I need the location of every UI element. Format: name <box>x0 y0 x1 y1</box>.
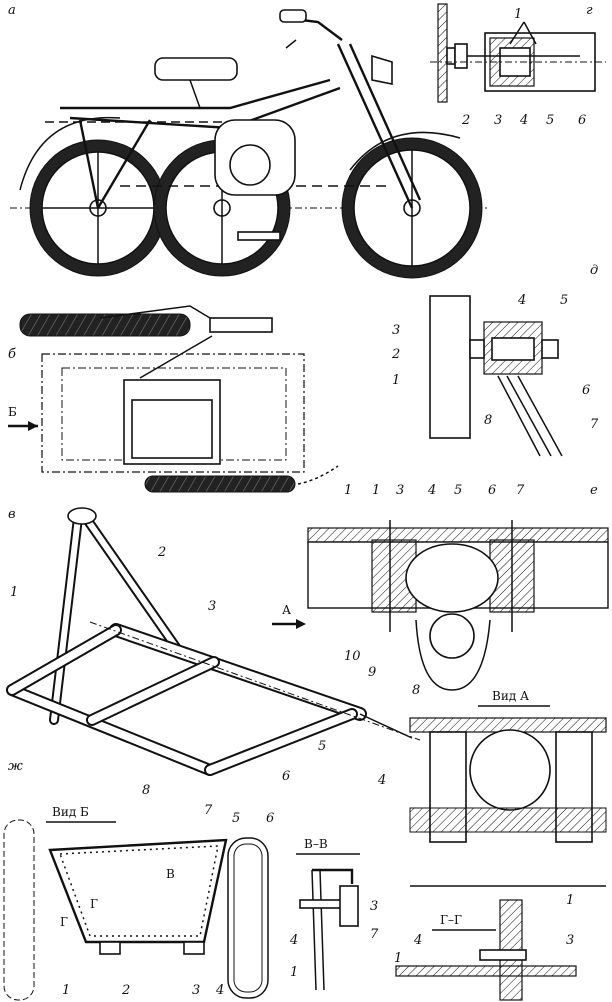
callout-vv-4: 4 <box>289 933 298 948</box>
arrow-g-label-2: Г <box>60 915 68 929</box>
deck-board <box>307 527 609 543</box>
callout-gg-1: 1 <box>566 893 574 908</box>
callout-d-2: 2 <box>391 347 400 362</box>
callout-d-3: 3 <box>392 323 400 338</box>
top-wheel <box>19 313 191 337</box>
rear-fender <box>19 116 121 191</box>
panel-e-letter: е <box>590 483 598 498</box>
callout-v-7: 7 <box>204 803 213 818</box>
callout-d-6: 6 <box>582 383 590 398</box>
callout-gg-4: 4 <box>413 933 422 948</box>
front-fender <box>349 131 461 171</box>
seat <box>154 57 238 81</box>
callout-v-3: 3 <box>208 599 216 614</box>
callout-d-8: 8 <box>484 413 492 428</box>
callout-gg-1b: 1 <box>394 951 402 966</box>
panel-g-letter: г <box>586 3 593 18</box>
callout-e-1b: 1 <box>372 483 380 498</box>
callout-d-1: 1 <box>392 373 400 388</box>
callout-v-1: 1 <box>10 585 18 600</box>
callout-zh-4: 4 <box>215 983 224 998</box>
panel-zh-letter: ж <box>8 759 23 774</box>
callout-v-6: 6 <box>282 769 290 784</box>
frame-tube <box>429 295 471 439</box>
callout-zh-3: 3 <box>192 983 200 998</box>
front-fork <box>336 43 414 209</box>
callout-v-4: 4 <box>377 773 386 788</box>
callout-e-5: 5 <box>454 483 462 498</box>
view-a-label: Вид А <box>492 689 529 703</box>
view-a: Вид А <box>409 689 607 887</box>
callout-v-5: 5 <box>318 739 326 754</box>
panel-a-letter: а <box>8 3 16 18</box>
callout-e-10: 10 <box>344 649 361 664</box>
sidecar-body-side <box>48 838 228 944</box>
callout-gg-3: 3 <box>566 933 574 948</box>
headlight <box>371 54 393 85</box>
panel-b-letter: б <box>8 347 16 362</box>
panel-v-letter: в <box>8 507 16 522</box>
frame-top <box>60 78 331 110</box>
sidecar-wheel-side <box>227 837 269 999</box>
arrow-b-label: Б <box>8 405 17 419</box>
panel-v-frame: в 1 2 3 4 5 6 7 8 <box>6 507 421 818</box>
section-gg: Г–Г 1 4 3 1 <box>394 893 577 1001</box>
callout-vv-3: 3 <box>370 899 378 914</box>
main-tube-section <box>405 543 499 613</box>
callout-d-7: 7 <box>590 417 599 432</box>
callout-e-8: 8 <box>412 683 420 698</box>
panel-d-mount-detail: д 4 5 3 2 1 6 8 7 <box>391 263 599 457</box>
callout-v-2: 2 <box>157 545 166 560</box>
callout-e-9: 9 <box>368 665 376 680</box>
section-vv: В–В 3 4 7 1 <box>289 837 379 991</box>
callout-e-3: 3 <box>396 483 404 498</box>
callout-g-2: 2 <box>461 113 470 128</box>
view-b-label: Вид Б <box>52 805 89 819</box>
callout-v-8: 8 <box>142 783 150 798</box>
callout-e-1a: 1 <box>344 483 352 498</box>
panel-zh-sidecar-view: ж Вид Б В Г Г 1 2 3 4 5 6 <box>3 759 274 1001</box>
callout-vv-1: 1 <box>290 965 298 980</box>
callout-e-7: 7 <box>516 483 525 498</box>
callout-g-3: 3 <box>494 113 502 128</box>
callout-zh-6: 6 <box>266 811 274 826</box>
panel-e-clamp-section: е А 1 1 3 4 5 6 7 8 9 10 <box>272 483 609 698</box>
arrow-g-label-1: Г <box>90 897 98 911</box>
callout-g-1: 1 <box>514 7 522 22</box>
arrow-v-label: В <box>166 867 175 881</box>
callout-g-5: 5 <box>546 113 554 128</box>
callout-e-6: 6 <box>488 483 496 498</box>
callout-vv-7: 7 <box>370 927 379 942</box>
callout-zh-5: 5 <box>232 811 240 826</box>
callout-d-5: 5 <box>560 293 568 308</box>
callout-g-6: 6 <box>578 113 586 128</box>
sidecar-body-outline <box>41 353 305 473</box>
section-gg-label: Г–Г <box>440 913 462 927</box>
callout-d-4: 4 <box>517 293 526 308</box>
callout-g-4: 4 <box>519 113 528 128</box>
panel-a-motorcycle: а <box>8 3 490 279</box>
callout-e-4: 4 <box>427 483 436 498</box>
callout-zh-2: 2 <box>121 983 130 998</box>
section-vv-label: В–В <box>304 837 328 851</box>
callout-zh-1: 1 <box>62 983 70 998</box>
panel-b-top-view: б Б <box>8 305 339 493</box>
panel-g-bearing-detail: г 1 2 3 4 5 6 <box>430 3 606 128</box>
panel-d-letter: д <box>590 263 598 278</box>
arrow-a-label: А <box>282 603 291 617</box>
